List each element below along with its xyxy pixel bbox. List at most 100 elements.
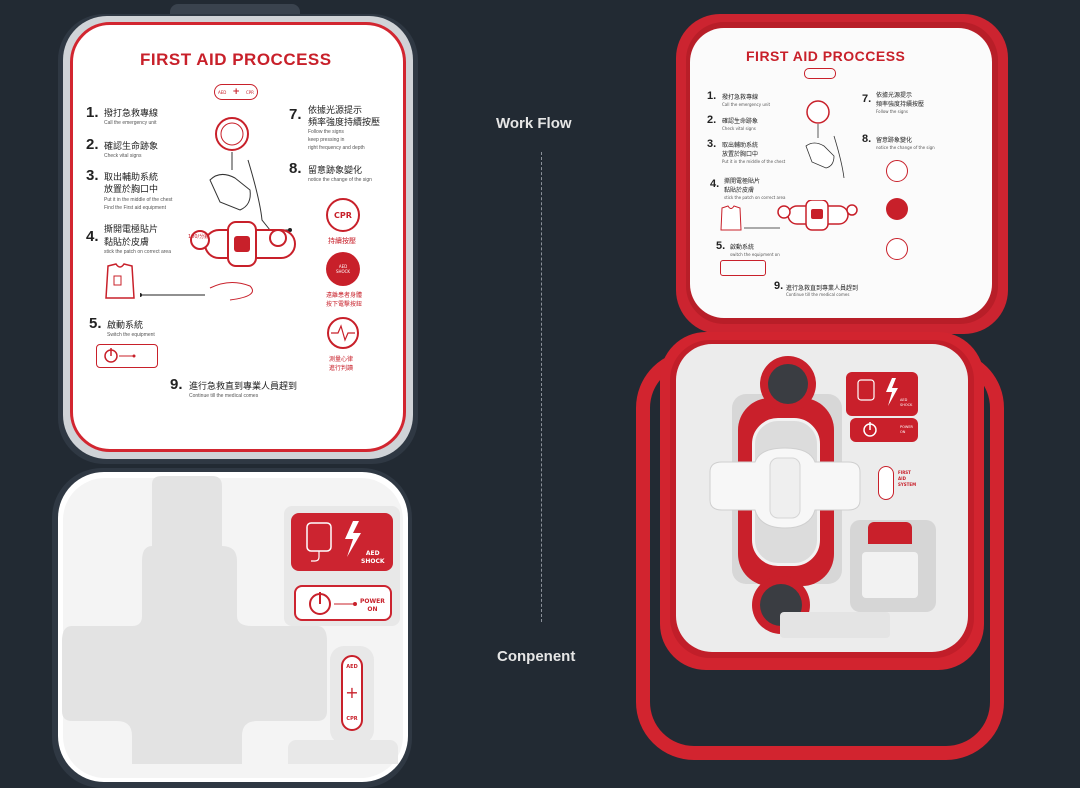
- step-8-number: 8.: [289, 160, 302, 177]
- step-7-text-1: 依據光源提示: [308, 106, 363, 116]
- step-3-text-1: 取出輔助系統: [104, 173, 159, 183]
- toggle-left-label: AED: [218, 89, 227, 95]
- cpr-hands-illustration: [190, 117, 296, 301]
- step-3-sub-1: Put it in the middle of the chest: [104, 197, 173, 203]
- step-1-text: 撥打急救專線: [104, 109, 159, 119]
- cpr-icon: CPR: [326, 198, 360, 232]
- r-step-9-sub: Continue till the medical comes: [786, 292, 850, 297]
- cpr-caption: 持續按壓: [328, 237, 356, 245]
- aed-shock-button[interactable]: AED SHOCK: [291, 513, 393, 571]
- right-toggle-mini: [804, 68, 836, 79]
- aed-label: AED: [365, 550, 380, 557]
- step-1-number: 1.: [86, 104, 99, 121]
- r-step-3-number: 3.: [707, 138, 717, 150]
- switch-top-label: AED: [346, 663, 358, 670]
- r-power-button[interactable]: POWER ON: [850, 418, 918, 442]
- pressure-value: 100: [188, 234, 198, 240]
- r-step-7-text-1: 依據光源提示: [876, 92, 913, 99]
- r-step-4-sub: stick the patch on correct area: [724, 195, 786, 200]
- r-power-icon: [863, 422, 877, 437]
- first-aid-system-label: FIRST AID SYSTEM: [898, 470, 917, 487]
- r-aed-cpr-switch[interactable]: [878, 466, 894, 500]
- step-4-number: 4.: [86, 228, 99, 245]
- r-step-8-number: 8.: [862, 133, 872, 145]
- right-lid-instructions-panel: [690, 28, 992, 318]
- r-step-8-sub: notice the change of the sign: [876, 145, 935, 150]
- r-step-7-number: 7.: [862, 93, 872, 105]
- step-7-text-2: 頻率強度持續按壓: [308, 118, 381, 128]
- step-7-number: 7.: [289, 106, 302, 123]
- aed-shock-label: AED SHOCK: [361, 550, 385, 566]
- slot-bottom: [288, 740, 398, 764]
- r-step-1-sub: Call the emergency unit: [722, 102, 771, 107]
- work-flow-label: Work Flow: [496, 115, 572, 132]
- step-5-sub: Switch the equipment: [107, 332, 155, 338]
- step-9-text: 進行急救直到專業人員趕到: [189, 382, 298, 392]
- step-7-sub-2: keep pressing in: [308, 137, 345, 143]
- power-button-icon: [309, 592, 357, 615]
- power-on-label: POWER ON: [360, 598, 385, 614]
- r-step-1-text: 撥打急救專線: [722, 94, 759, 101]
- r-aed-shock-button[interactable]: AED SHOCK: [846, 372, 918, 416]
- top-electrode[interactable]: [768, 364, 808, 404]
- step-2-number: 2.: [86, 136, 99, 153]
- power-label: POWER: [360, 598, 385, 605]
- cpr-handle[interactable]: [700, 444, 870, 534]
- center-divider: [541, 152, 542, 622]
- right-cpr-illustration: [720, 200, 858, 231]
- r-power-graphic: [720, 260, 766, 276]
- step-4-text-1: 撕開電極貼片: [104, 225, 159, 235]
- r-step-3-text-2: 放置於胸口中: [722, 151, 759, 158]
- component-label: Conpenent: [497, 648, 576, 665]
- r-step-8-text: 留意跡象變化: [876, 137, 913, 144]
- heart-caption-2: 進行判讀: [329, 365, 354, 372]
- r-aed-icon: [886, 198, 908, 220]
- switch-bottom-label: CPR: [346, 716, 358, 723]
- step-2-sub: Check vital signs: [104, 153, 142, 159]
- battery-cap[interactable]: [868, 522, 912, 544]
- r-aed-shock-label: AED SHOCK: [900, 398, 913, 407]
- pressure-rate: 100/分鐘: [188, 233, 209, 240]
- on-label: ON: [367, 606, 378, 613]
- r-step-7-text-2: 頻率強度持續按壓: [876, 101, 925, 108]
- r-step-4-text-1: 撕開電極貼片: [724, 178, 761, 185]
- right-hands-illustration: [805, 100, 845, 179]
- r-heart-icon: [886, 238, 908, 260]
- step-4-sub: stick the patch on correct area: [104, 249, 171, 255]
- step-2-text: 確認生命跡象: [104, 142, 159, 152]
- step-7-sub-3: right frequency and depth: [308, 145, 365, 151]
- power-on-button[interactable]: POWER ON: [294, 585, 392, 621]
- shirt-patch-icon: [105, 263, 135, 299]
- r-power-on-label: POWER ON: [900, 425, 913, 434]
- step-8-sub: notice the change of the sign: [308, 177, 372, 183]
- step-7-sub-1: Follow the signs: [308, 129, 344, 135]
- heart-caption-1: 測量心律: [329, 356, 354, 363]
- right-lid-title: FIRST AID PROCCESS: [746, 48, 906, 64]
- shock-label: SHOCK: [361, 558, 385, 565]
- step-5-text: 啟動系統: [107, 321, 144, 331]
- left-lid-title: FIRST AID PROCCESS: [140, 50, 332, 69]
- battery-slot: [862, 552, 918, 598]
- r-step-7-sub: Follow the signs: [876, 109, 909, 114]
- step-3-sub-2: Find the First aid equipment: [104, 205, 166, 211]
- power-on-graphic: [96, 344, 158, 368]
- r-cpr-icon: [886, 160, 908, 182]
- r-step-5-text: 啟動系統: [730, 244, 755, 251]
- aed-cpr-toggle: AED + CPR: [214, 84, 258, 100]
- r-step-5-sub: switch the equipment on: [730, 252, 780, 257]
- r-step-2-sub: Check vital signs: [722, 126, 756, 131]
- r-step-2-text: 確認生命跡象: [722, 118, 759, 125]
- step-9-number: 9.: [170, 376, 183, 393]
- aed-cpr-switch[interactable]: AED + CPR: [341, 655, 363, 731]
- r-step-2-number: 2.: [707, 114, 717, 126]
- r-step-4-text-2: 黏貼於皮膚: [724, 187, 755, 194]
- plus-icon: +: [232, 87, 240, 97]
- step-4-text-2: 黏貼於皮膚: [104, 238, 150, 248]
- step-9-sub: Continue till the medical comes: [189, 393, 259, 399]
- toggle-right-label: CPR: [245, 89, 254, 95]
- step-8-text: 留意跡象變化: [308, 166, 363, 176]
- r-step-9-number: 9.: [774, 280, 784, 292]
- r-aed-pad-icon: [857, 378, 898, 406]
- step-3-number: 3.: [86, 167, 99, 184]
- r-step-4-number: 4.: [710, 178, 720, 190]
